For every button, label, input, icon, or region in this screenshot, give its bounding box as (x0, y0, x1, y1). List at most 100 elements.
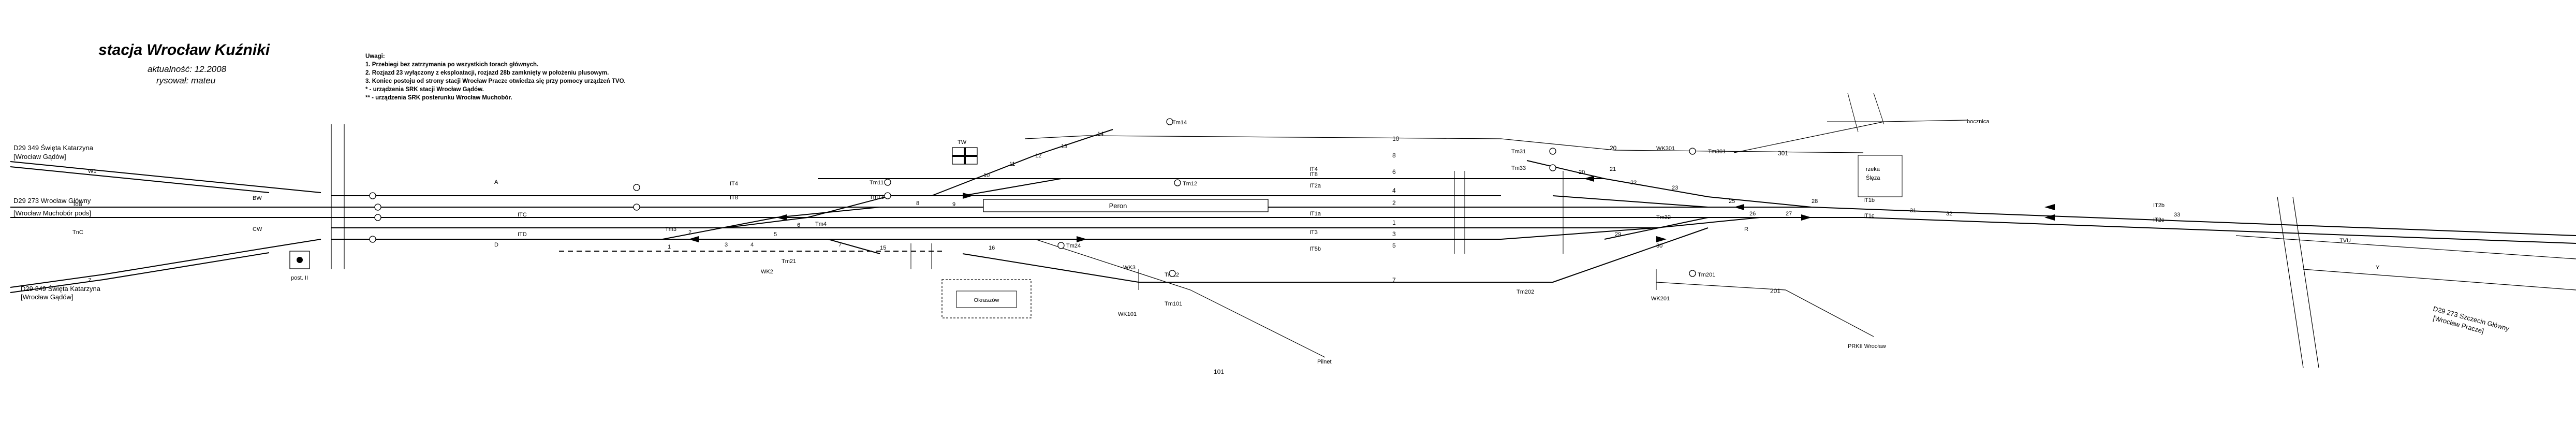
switch-num: 8 (916, 200, 919, 207)
track-num: 201 (1770, 287, 1780, 295)
connector-right-2 (1552, 195, 1709, 208)
author-text: rysował: mateu (156, 76, 216, 85)
switch-num: 4 (750, 242, 754, 248)
track-num: 1 (1392, 219, 1396, 226)
river-label: rzeka (1866, 166, 1880, 172)
switch-point-icon (776, 214, 787, 221)
signal-label: Tm21 (782, 258, 796, 265)
switch-point-icon (1077, 236, 1087, 242)
signal-label: BW (253, 195, 262, 201)
signal-mast-icon (1174, 179, 1181, 186)
okraszow-label: Okraszów (974, 297, 999, 303)
track-num: 2 (1392, 199, 1396, 207)
signal-mast-icon (374, 214, 381, 221)
signal-mast-icon (884, 179, 891, 186)
circuit-label: IT2a (1309, 183, 1321, 189)
note-line: 1. Przebiegi bez zatrzymania po wszystki… (365, 62, 538, 68)
line-upper-left (10, 161, 321, 193)
switch-num: 23 (1672, 185, 1678, 191)
circuit-label: IT5b (1309, 246, 1321, 252)
signal-label: Tm201 (1698, 272, 1715, 278)
switch-num: 16 (989, 245, 995, 251)
track-num: 20 (1610, 144, 1617, 152)
prkii-label: PRKII Wrocław (1848, 343, 1886, 350)
right-exit-thin-2 (2235, 235, 2576, 259)
signal-mast-icon (1169, 270, 1176, 277)
switch-num: 14 (1097, 131, 1103, 137)
signal-label: WK301 (1656, 146, 1675, 152)
circuit-label: IT3 (1309, 229, 1318, 236)
switch-num: 26 (1749, 211, 1756, 217)
signal-tob-label: ToB (72, 201, 82, 208)
switch-num: 31 (1910, 208, 1916, 214)
connector-siding (931, 129, 1113, 196)
track-numbers: 10 8 6 4 2 1 3 5 7 20 101 201 301 (1214, 135, 1788, 375)
signal-z-label: Z (88, 278, 92, 284)
line-lower-sub: [Wrocław Gądów] (21, 293, 73, 301)
switch-num: 32 (1946, 211, 1952, 217)
switch-point-icon (688, 236, 699, 242)
signal-mast-icon (1057, 242, 1065, 249)
signal-label: WK3 (1123, 265, 1136, 271)
signal-mast-icon (369, 192, 376, 199)
updated-text: aktualność: 12.2008 (148, 64, 227, 74)
switch-num: 1 (668, 244, 671, 250)
branch-bocznica (1733, 120, 1967, 153)
river-name: Ślęza (1866, 175, 1880, 181)
line-upper-name: D29 349 Święta Katarzyna (13, 144, 94, 152)
line-upper-sub: [Wrocław Gądów] (13, 153, 66, 161)
signal-mast-icon (633, 204, 640, 211)
switch-num: 29 (1615, 231, 1621, 238)
main-tracks (331, 120, 2576, 358)
track-circuits: IT4 IT8 IT4 IT8 IT2a IT1a IT3 IT5b ITC I… (518, 166, 2165, 252)
switch-num: 5 (774, 231, 777, 238)
connector-lower (766, 239, 880, 254)
track-10 (1024, 135, 1864, 153)
signal-mast-icon (1549, 164, 1556, 171)
switch-num: 30 (1656, 243, 1662, 249)
switch-num: 28 (1812, 198, 1818, 205)
signal-labels: Tm14 Tm12 Tm11 Tm13 Tm3 Tm4 Tm21 Tm24 Tm… (253, 120, 2380, 317)
signal-mast-icon (884, 192, 891, 199)
notes-heading: Uwagi: (365, 53, 385, 60)
signal-label: Tm12 (1183, 181, 1197, 187)
signal-mast-icon (1166, 118, 1173, 125)
switch-num: 3 (725, 242, 728, 248)
platform-label: Peron (1109, 202, 1127, 210)
line-lower-left-2 (10, 252, 270, 293)
track-num: 8 (1392, 152, 1396, 159)
signal-mast-icon (633, 184, 640, 191)
circuit-label: IT8 (1309, 171, 1318, 178)
line-middle-name: D29 273 Wrocław Główny (13, 197, 91, 205)
connector-left-2 (724, 195, 891, 228)
signal-label: Tm202 (1517, 289, 1534, 295)
line-upper-left-2 (10, 166, 270, 193)
signal-label: Tm11 (870, 180, 884, 186)
circuit-label: ITC (518, 212, 527, 218)
line-lower-name: D29 349 Święta Katarzyna (21, 285, 101, 293)
circuit-label: IT1a (1309, 211, 1321, 217)
station-title: stacja Wrocław Kuźniki (98, 41, 270, 59)
left-approach: D29 349 Święta Katarzyna [Wrocław Gądów]… (10, 144, 331, 301)
line-mucho-name: [Wrocław Muchobór pods] (13, 209, 91, 217)
track-num: 7 (1392, 277, 1396, 284)
switch-numbers: 1 2 3 4 5 6 7 8 9 10 11 12 13 14 15 16 2… (668, 131, 2180, 251)
note-line: * - urządzenia SRK stacji Wrocław Gądów. (365, 86, 484, 93)
tvu-label: TVU (2339, 238, 2351, 244)
platform (983, 199, 1269, 212)
switch-num: 22 (1630, 180, 1637, 186)
switch-num: 27 (1786, 211, 1792, 217)
bocznica-label: bocznica (1967, 119, 1990, 125)
track-num: 6 (1392, 168, 1396, 176)
signal-label: CW (253, 226, 262, 232)
connector-right-3 (1604, 217, 1709, 240)
circuit-label: IT2c (2153, 217, 2165, 223)
circuit-label: IT1b (1863, 197, 1875, 204)
switch-point-icon (1801, 214, 1812, 221)
platform-group: Peron TW Okraszów (941, 139, 1269, 318)
building-hatch-marks (952, 148, 977, 164)
track-num: 101 (1214, 368, 1224, 375)
track-exit-upper (1501, 178, 2576, 236)
signal-label: Tm101 (1165, 301, 1182, 307)
